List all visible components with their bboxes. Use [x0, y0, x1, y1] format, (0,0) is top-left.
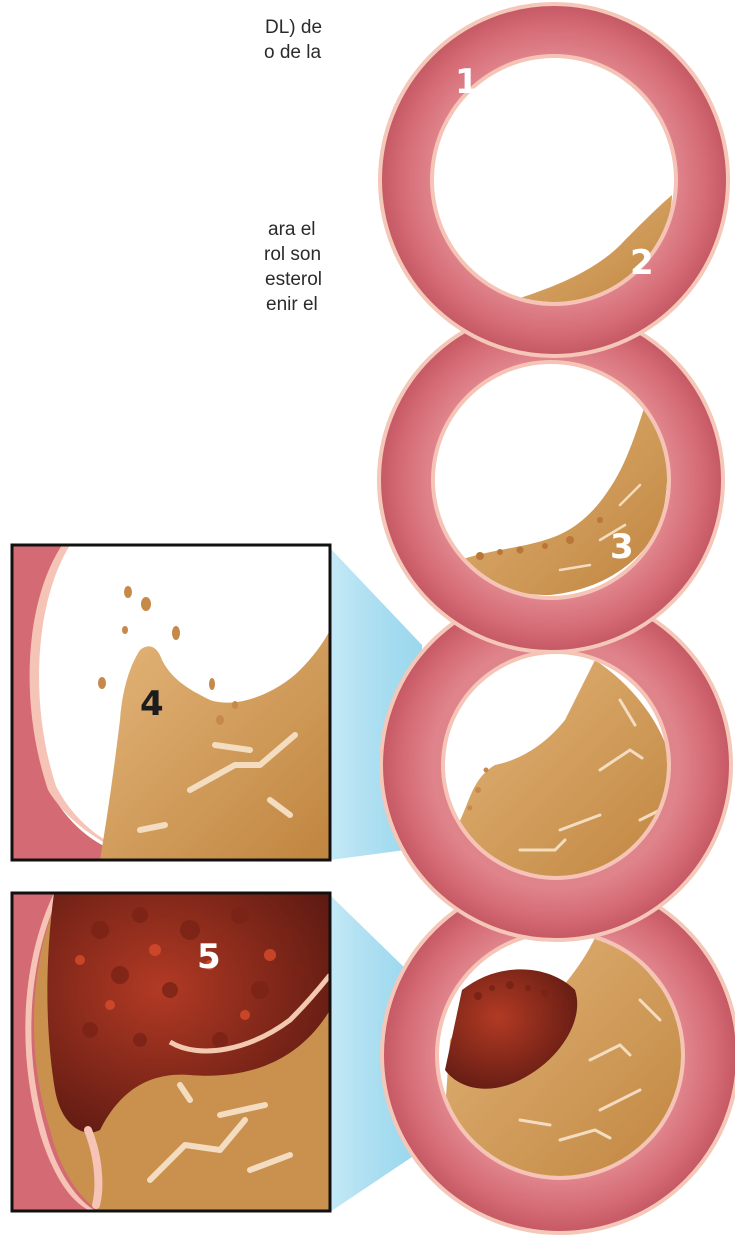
callout-1: 1 — [455, 62, 479, 102]
callout-3: 3 — [610, 527, 634, 567]
callout-2: 2 — [630, 243, 654, 283]
callout-5: 5 — [197, 937, 221, 977]
zoom-panel-plaque-rupture — [12, 545, 330, 860]
zoom-panel-thrombus — [12, 893, 330, 1211]
artery-ring-2 — [379, 308, 723, 652]
artery-ring-1 — [380, 4, 728, 356]
callout-4: 4 — [140, 684, 164, 724]
